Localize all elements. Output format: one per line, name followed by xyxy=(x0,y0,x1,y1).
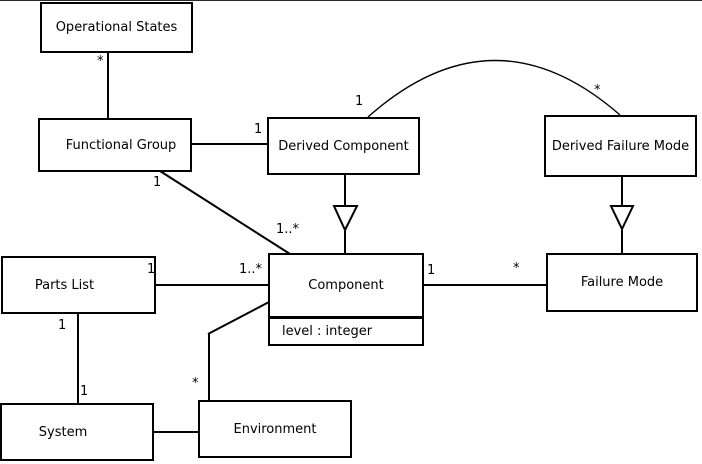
multiplicity-label: * xyxy=(513,261,520,276)
class-box-functional-group: Functional Group xyxy=(38,118,192,172)
class-name: Operational States xyxy=(55,20,178,35)
multiplicity-label: 1..* xyxy=(239,262,263,277)
class-name-compartment: Component xyxy=(270,255,422,316)
class-box-parts-list: Parts List xyxy=(1,256,156,314)
multiplicity-label: 1 xyxy=(355,94,364,109)
edge-functional-group-component xyxy=(159,170,291,255)
multiplicity-label: 1 xyxy=(58,318,67,333)
class-name: Derived Component xyxy=(278,138,409,154)
class-name: Derived Failure Mode xyxy=(551,138,690,154)
multiplicity-label: 1 xyxy=(254,122,263,137)
class-box-component: Component level : integer xyxy=(268,253,424,346)
class-attribute-compartment: level : integer xyxy=(270,319,422,344)
class-name: Functional Group xyxy=(65,137,177,153)
multiplicity-label: * xyxy=(97,54,104,69)
class-name: System xyxy=(38,424,88,440)
window-top-border xyxy=(0,0,702,1)
class-box-environment: Environment xyxy=(198,400,352,458)
generalization-triangle-icon xyxy=(609,205,635,232)
edge-derived-component-derived-failure-mode-arc xyxy=(367,59,621,118)
class-name: Failure Mode xyxy=(580,275,664,290)
multiplicity-label: 1 xyxy=(153,175,162,190)
class-name: Environment xyxy=(233,421,317,437)
multiplicity-label: * xyxy=(192,376,199,391)
class-name: Component xyxy=(308,278,384,293)
generalization-triangle-icon xyxy=(332,205,359,233)
class-box-derived-failure-mode: Derived Failure Mode xyxy=(544,115,697,177)
class-box-system: System xyxy=(0,403,154,461)
class-box-operational-states: Operational States xyxy=(40,2,193,53)
multiplicity-label: 1 xyxy=(80,384,89,399)
class-box-failure-mode: Failure Mode xyxy=(546,253,698,312)
multiplicity-label: 1..* xyxy=(276,222,300,237)
compartment-divider xyxy=(270,316,422,319)
multiplicity-label: 1 xyxy=(427,263,436,278)
class-name: Parts List xyxy=(34,277,95,293)
generalization-derived-component-component xyxy=(332,174,359,254)
multiplicity-label: * xyxy=(594,83,601,98)
generalization-derived-failure-mode-failure-mode xyxy=(609,176,635,254)
multiplicity-label: 1 xyxy=(147,262,156,277)
class-box-derived-component: Derived Component xyxy=(267,117,420,175)
edge-component-environment-diagonal xyxy=(207,301,270,335)
class-attribute: level : integer xyxy=(282,324,373,339)
